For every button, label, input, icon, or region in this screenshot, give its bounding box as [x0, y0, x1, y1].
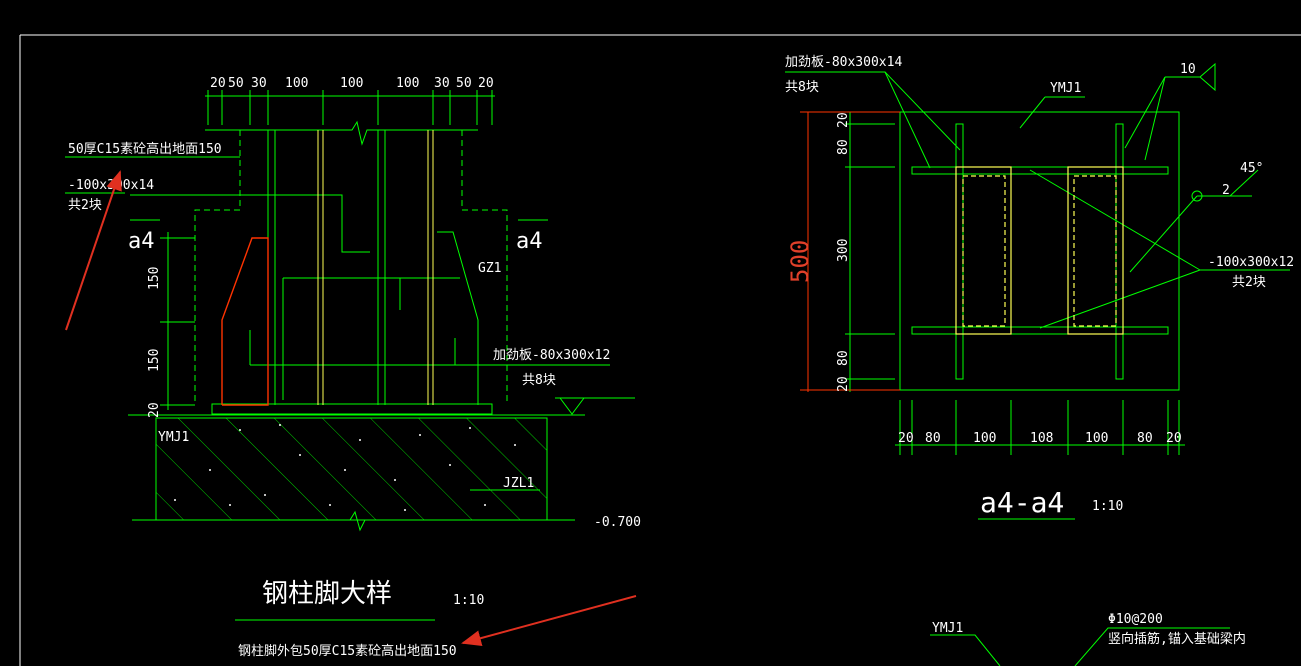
column-base-elevation — [65, 90, 635, 621]
detail-scale: 1:10 — [453, 593, 484, 608]
detail-title: 钢柱脚大样 — [262, 579, 392, 609]
section-mark-right: a4 — [516, 229, 543, 254]
top-dim-1: 50 — [228, 76, 244, 91]
weld-size: 10 — [1180, 62, 1196, 77]
side-dim-0: 150 — [147, 267, 162, 290]
side-dim-1: 150 — [147, 349, 162, 372]
plate-count-left: 共2块 — [68, 198, 102, 213]
bottom-dim-3: 108 — [1030, 431, 1053, 446]
gusset-plate — [221, 237, 269, 406]
bottom-dim-4: 100 — [1085, 431, 1108, 446]
top-dim-3: 100 — [285, 76, 308, 91]
drawing-frame — [19, 34, 1301, 666]
column-label: GZ1 — [478, 261, 501, 276]
column-lines — [317, 130, 434, 405]
rebar-spec: Φ10@200 — [1108, 612, 1163, 627]
bottom-dim-5: 80 — [1137, 431, 1153, 446]
plate-spec-right: -100x300x12 — [1208, 255, 1294, 270]
column-plan — [955, 166, 1124, 335]
weld-angle: 45° — [1240, 161, 1263, 176]
bottom-anchor-label: YMJ1 — [932, 621, 963, 636]
top-dim-ticks — [207, 90, 493, 125]
bottom-dim-6: 20 — [1166, 431, 1182, 446]
note-concrete: 50厚C15素砼高出地面150 — [68, 141, 222, 157]
side-dim-2: 20 — [147, 402, 162, 418]
section-scale: 1:10 — [1092, 499, 1123, 514]
top-dim-2: 30 — [251, 76, 267, 91]
plate-spec-left: -100x300x14 — [68, 178, 154, 193]
rebar-note: 竖向插筋,锚入基础梁内 — [1108, 631, 1246, 647]
right-side-dim-3: 80 — [836, 350, 851, 366]
top-dim-6: 30 — [434, 76, 450, 91]
stiffener-count-left: 共8块 — [522, 373, 556, 388]
bottom-dim-2: 100 — [973, 431, 996, 446]
stiffener-count-right: 共8块 — [785, 80, 819, 95]
bottom-dim-ticks — [899, 400, 1180, 455]
anchor-label-left: YMJ1 — [158, 430, 189, 445]
top-dim-5: 100 — [396, 76, 419, 91]
top-dim-8: 20 — [478, 76, 494, 91]
weld-angle-size: 2 — [1222, 183, 1230, 198]
section-plan — [785, 62, 1290, 666]
bottom-dim-0: 20 — [898, 431, 914, 446]
right-side-dim-0: 20 — [836, 112, 851, 128]
left-dims-text: 20 50 30 100 100 100 30 50 20 — [210, 76, 494, 91]
top-dim-7: 50 — [456, 76, 472, 91]
right-side-dim-1: 80 — [836, 139, 851, 155]
bottom-dim-1: 80 — [925, 431, 941, 446]
section-title: a4-a4 — [980, 486, 1064, 519]
annotation-arrows — [65, 170, 637, 647]
right-side-dim-2: 300 — [836, 239, 851, 262]
anchor-label-right: YMJ1 — [1050, 81, 1081, 96]
plate-count-right: 共2块 — [1232, 275, 1266, 290]
overall-dim-text: 500 — [786, 240, 814, 283]
top-dim-0: 20 — [210, 76, 226, 91]
elevation-label: -0.700 — [594, 515, 641, 530]
overall-dim — [800, 111, 900, 392]
stiffener-spec-left: 加劲板-80x300x12 — [493, 348, 610, 363]
section-mark-left: a4 — [128, 229, 155, 254]
beam-label: JZL1 — [503, 476, 534, 491]
right-side-dim-4: 20 — [836, 376, 851, 392]
top-dim-4: 100 — [340, 76, 363, 91]
stiffener-spec-right: 加劲板-80x300x14 — [785, 55, 902, 70]
note-bottom: 钢柱脚外包50厚C15素砼高出地面150 — [238, 643, 457, 659]
concrete-specks — [174, 424, 516, 511]
